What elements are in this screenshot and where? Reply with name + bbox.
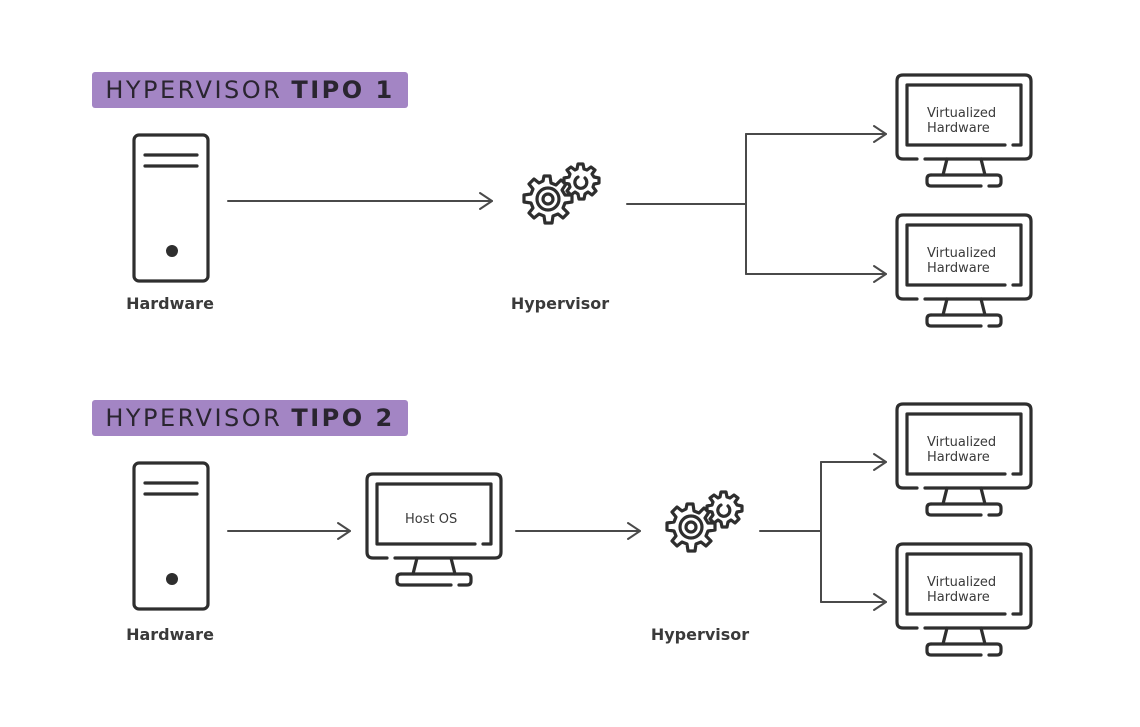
type2-vm-2-label: Virtualized Hardware (927, 575, 996, 605)
section-title-type-2: HYPERVISOR TIPO 2 (92, 400, 408, 436)
title-regular: HYPERVISOR (105, 76, 283, 104)
type1-branch-connector (626, 125, 887, 283)
type2-host-os-label: Host OS (405, 512, 458, 527)
type1-vm-2-label: Virtualized Hardware (927, 246, 996, 276)
type2-hypervisor-label: Hypervisor (650, 625, 750, 644)
type2-hypervisor-gears-icon (665, 490, 744, 553)
vm-line2: Hardware (927, 121, 990, 136)
type2-host-os-monitor-icon (365, 472, 503, 587)
type2-hardware-server-icon (132, 461, 210, 611)
section-title-type-1: HYPERVISOR TIPO 1 (92, 72, 408, 108)
type1-vm-1-label: Virtualized Hardware (927, 106, 996, 136)
vm-line2: Hardware (927, 590, 990, 605)
vm-line2: Hardware (927, 261, 990, 276)
vm-line1: Virtualized (927, 575, 997, 590)
vm-line1: Virtualized (927, 106, 997, 121)
type2-arrow-hardware-to-host (227, 522, 351, 540)
vm-line1: Virtualized (927, 435, 997, 450)
title-regular: HYPERVISOR (105, 404, 283, 432)
type1-hardware-server-icon (132, 133, 210, 283)
type1-arrow-hardware-to-hypervisor (227, 192, 493, 210)
type2-arrow-host-to-hypervisor (515, 522, 641, 540)
title-bold: TIPO 1 (291, 76, 395, 104)
type2-hardware-label: Hardware (126, 625, 214, 644)
type1-hypervisor-label: Hypervisor (510, 294, 610, 313)
vm-line1: Virtualized (927, 246, 997, 261)
type1-hypervisor-gears-icon (522, 162, 601, 225)
type1-hardware-label: Hardware (126, 294, 214, 313)
title-bold: TIPO 2 (291, 404, 395, 432)
vm-line2: Hardware (927, 450, 990, 465)
type2-vm-1-label: Virtualized Hardware (927, 435, 996, 465)
type2-branch-connector (759, 453, 887, 611)
